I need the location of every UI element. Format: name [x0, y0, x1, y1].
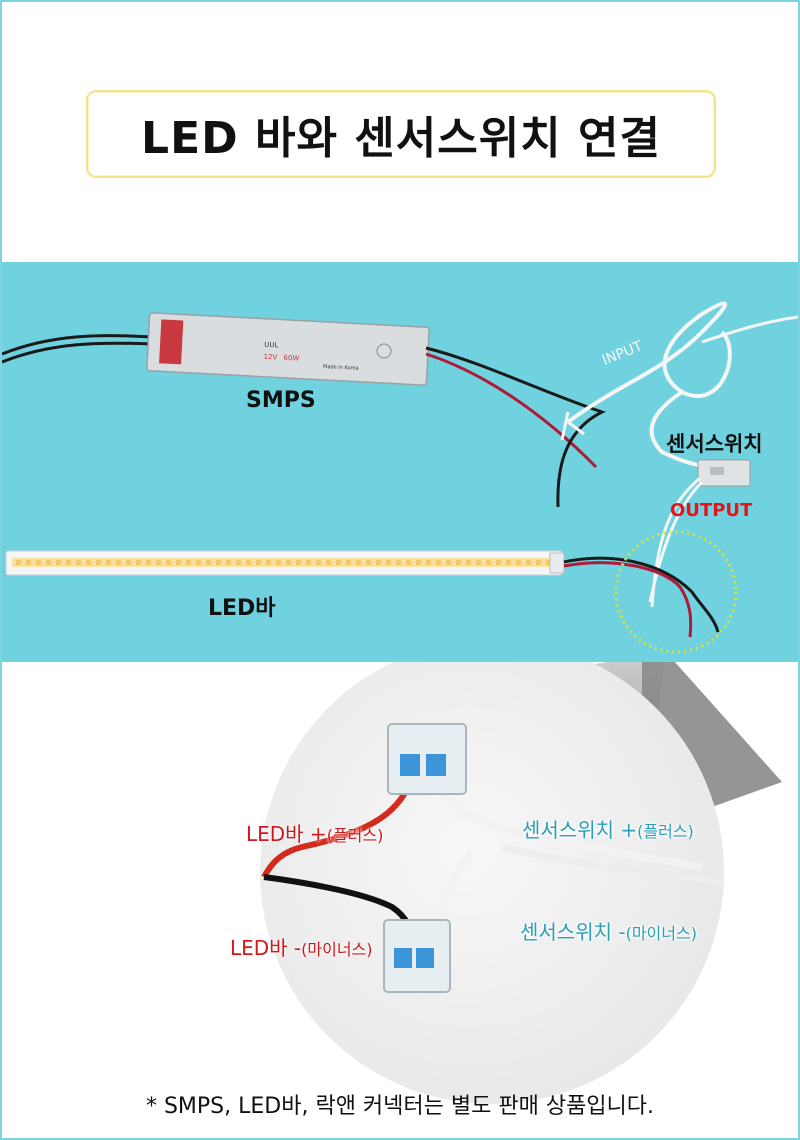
led-chip [406, 560, 411, 565]
led-chip [256, 560, 261, 565]
led-chip [536, 560, 541, 565]
led-chip [136, 560, 141, 565]
smps-label: SMPS [246, 388, 316, 413]
sensor-minus-label: 센서스위치 -(마이너스) [520, 920, 697, 944]
smps-made-in: Made in Korea [323, 364, 359, 372]
led-chip [496, 560, 501, 565]
led-chip [186, 560, 191, 565]
led-chip [386, 560, 391, 565]
footnote: * SMPS, LED바, 락앤 커넥터는 별도 판매 상품입니다. [145, 1094, 655, 1119]
led-chip [446, 560, 451, 565]
title-box: LED 바와 센서스위치 연결 [86, 90, 716, 178]
led-chip [166, 560, 171, 565]
led-chip [326, 560, 331, 565]
led-chip [86, 560, 91, 565]
led-chip [116, 560, 121, 565]
led-chip [176, 560, 181, 565]
smps-rating-v: 12V [263, 353, 277, 362]
led-minus-label: LED바 -(마이너스) [230, 936, 373, 960]
led-chip [236, 560, 241, 565]
led-chip [376, 560, 381, 565]
led-chip [36, 560, 41, 565]
led-chip [246, 560, 251, 565]
led-chip [426, 560, 431, 565]
led-chip [266, 560, 271, 565]
smps-brand: UUL [264, 341, 279, 350]
led-chip [466, 560, 471, 565]
led-chip [46, 560, 51, 565]
led-chip [206, 560, 211, 565]
led-chip [546, 560, 551, 565]
led-chip [396, 560, 401, 565]
led-chip [26, 560, 31, 565]
led-chip [316, 560, 321, 565]
led-chip [486, 560, 491, 565]
led-chip [356, 560, 361, 565]
page-title: LED 바와 센서스위치 연결 [141, 113, 661, 164]
led-chip [226, 560, 231, 565]
wiring-photo: UUL 12V 60W Made in Korea SMPS 센서스위치 INP… [2, 262, 798, 662]
led-chip [146, 560, 151, 565]
sensor-switch-label: 센서스위치 [666, 432, 763, 456]
zoom-detail: LED바 +(플러스) LED바 -(마이너스) 센서스위치 +(플러스) 센서… [2, 662, 798, 1136]
led-plus-label: LED바 +(플러스) [246, 822, 384, 846]
led-chip [456, 560, 461, 565]
led-chip [16, 560, 21, 565]
led-chip [106, 560, 111, 565]
led-chip [416, 560, 421, 565]
zoom-highlight-circle [614, 530, 738, 654]
led-chip [476, 560, 481, 565]
led-chip [366, 560, 371, 565]
ledbar-label: LED바 [208, 596, 276, 621]
wiring-illustration: UUL 12V 60W Made in Korea [2, 301, 798, 654]
smps-rating-w: 60W [283, 354, 299, 363]
led-chip [196, 560, 201, 565]
sensor-plus-label: 센서스위치 +(플러스) [522, 818, 694, 842]
led-chip [526, 560, 531, 565]
zoom-disc [260, 662, 724, 1104]
led-chip [76, 560, 81, 565]
led-chip [56, 560, 61, 565]
led-chip [306, 560, 311, 565]
smps-device [146, 312, 430, 386]
led-chip [296, 560, 301, 565]
led-chip [336, 560, 341, 565]
led-chip [66, 560, 71, 565]
led-chip [346, 560, 351, 565]
led-chip [156, 560, 161, 565]
led-chip [216, 560, 221, 565]
led-chip [276, 560, 281, 565]
zoom-illustration [260, 662, 782, 1104]
led-chip [436, 560, 441, 565]
led-chip [96, 560, 101, 565]
led-chip [286, 560, 291, 565]
output-label: OUTPUT [670, 500, 753, 521]
led-chip [126, 560, 131, 565]
led-chip [506, 560, 511, 565]
led-chip [516, 560, 521, 565]
